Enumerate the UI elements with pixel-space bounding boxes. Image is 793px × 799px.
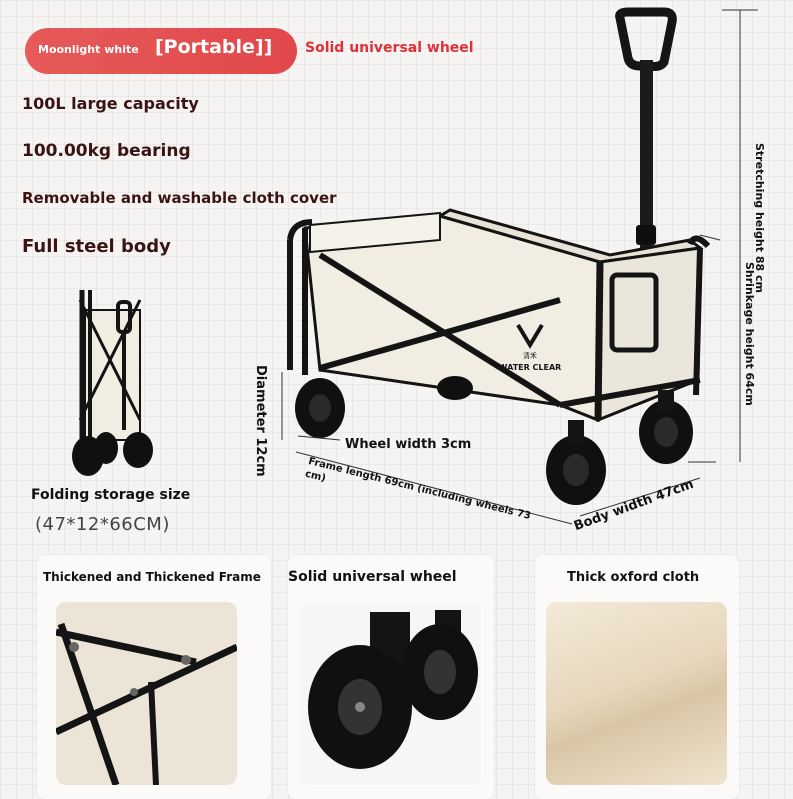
diameter-label: Diameter 12cm — [253, 365, 268, 477]
cloth-closeup-photo — [546, 602, 727, 785]
wheel-width-label: Wheel width 3cm — [345, 437, 472, 452]
wheel-closeup-photo — [300, 602, 481, 785]
portable-tag: [Portable]] — [155, 36, 273, 58]
wheel-tagline: Solid universal wheel — [305, 40, 474, 56]
folding-size-value: (47*12*66CM) — [35, 514, 170, 535]
card-cloth-title: Thick oxford cloth — [567, 570, 700, 585]
feature-steel-body: Full steel body — [22, 236, 171, 257]
brand-logo: 清禾 WATER CLEAR — [499, 323, 562, 372]
feature-bearing: 100.00kg bearing — [22, 141, 191, 161]
shrinkage-height-label: Shrinkage height 64cm — [743, 262, 756, 406]
svg-text:清禾: 清禾 — [523, 351, 537, 360]
feature-cloth-cover: Removable and washable cloth cover — [22, 189, 337, 207]
wagon-wheels — [295, 376, 693, 505]
wagon-illustration: 清禾 WATER CLEAR — [281, 7, 758, 525]
color-name-label: Moonlight white — [38, 43, 139, 56]
frame-closeup-photo — [56, 602, 237, 785]
dimension-lines — [281, 9, 758, 525]
svg-text:WATER CLEAR: WATER CLEAR — [499, 363, 562, 372]
card-frame-title: Thickened and Thickened Frame — [43, 570, 261, 584]
folded-wagon-illustration — [72, 290, 153, 476]
portable-banner — [25, 28, 297, 74]
folding-size-title: Folding storage size — [31, 487, 191, 503]
card-wheel-title: Solid universal wheel — [288, 569, 457, 585]
wagon-body — [287, 208, 711, 423]
feature-capacity: 100L large capacity — [22, 94, 199, 113]
